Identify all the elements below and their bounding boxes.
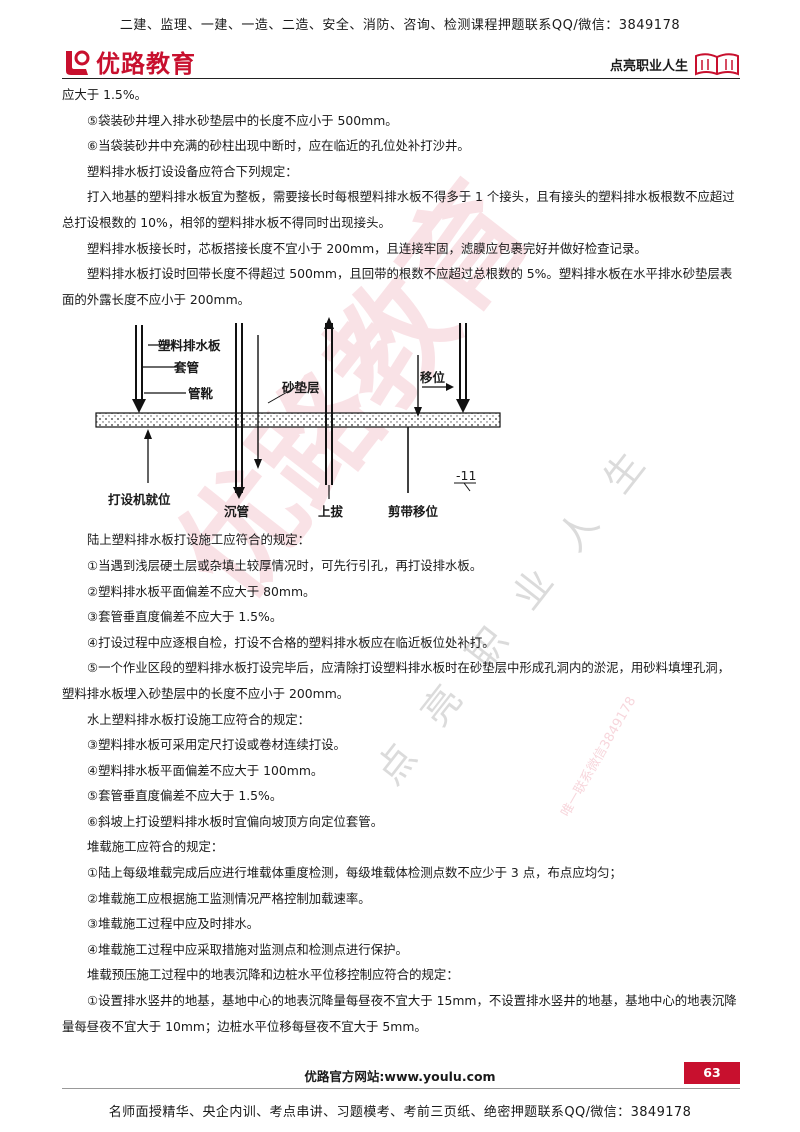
paragraph: ①陆上每级堆载完成后应进行堆载体重度检测，每级堆载体检测点数不应少于 3 点，布… <box>87 865 622 881</box>
paragraph: ⑤一个作业区段的塑料排水板打设完毕后，应清除打设塑料排水板时在砂垫层中形成孔洞内… <box>62 660 731 701</box>
book-icon <box>695 53 739 76</box>
paragraph: ②塑料排水板平面偏差不应大于 80mm。 <box>87 583 316 599</box>
label-mark: -11 <box>456 468 477 484</box>
paragraph: 水上塑料排水板打设施工应符合的规定： <box>87 711 311 727</box>
paragraph: ⑤袋装砂井埋入排水砂垫层中的长度不应小于 500mm。 <box>87 112 398 128</box>
paragraph: 打入地基的塑料排水板宜为整板，需要接长时每根塑料排水板不得多于 1 个接头，且有… <box>62 189 735 230</box>
main-content: 应大于 1.5%。 ⑤袋装砂井埋入排水砂垫层中的长度不应小于 500mm。 ⑥当袋装… <box>62 82 740 1039</box>
paragraph: ②堆载施工应根据施工监测情况严格控制加载速率。 <box>87 890 371 906</box>
logo-mark-icon <box>66 50 90 75</box>
top-banner: 二建、监理、一建、一造、二造、安全、消防、咨询、检测课程押题联系QQ/微信：38… <box>119 18 681 33</box>
paragraphs-before: 应大于 1.5%。 ⑤袋装砂井埋入排水砂垫层中的长度不应小于 500mm。 ⑥当袋装… <box>62 82 740 312</box>
label-shift: 移位 <box>420 370 446 386</box>
paragraph: 塑料排水板接长时，芯板搭接长度不宜小于 200mm，且连接牢固，滤膜应包裹完好并… <box>87 240 647 256</box>
paragraph: ⑥当袋装砂井中充满的砂柱出现中断时，应在临近的孔位处补打沙井。 <box>87 138 470 154</box>
paragraph: ⑤套管垂直度偏差不应大于 1.5%。 <box>87 788 283 804</box>
footer-website: 优路官方网站:www.youlu.com <box>304 1069 496 1084</box>
paragraph: ④堆载施工过程中应采取措施对监测点和检测点进行保护。 <box>87 941 408 957</box>
page-number: 63 <box>684 1062 740 1084</box>
bottom-banner: 名师面授精华、央企内训、考点串讲、习题模考、考前三页纸、绝密押题联系QQ/微信：… <box>108 1105 692 1120</box>
paragraph: ③套管垂直度偏差不应大于 1.5%。 <box>87 609 283 625</box>
footer-divider <box>62 1088 740 1089</box>
label-casing: 套管 <box>174 360 200 376</box>
brand-logo: 优路教育 <box>62 44 196 79</box>
label-step-positioning: 打设机就位 <box>108 492 171 508</box>
logo-text: 优路教育 <box>96 50 196 78</box>
paragraph: 塑料排水板打设时回带长度不得超过 500mm，且回带的根数不应超过总根数的 5%… <box>62 266 733 307</box>
paragraph: ①设置排水竖井的地基，基地中心的地表沉降量每昼夜不宜大于 15mm，不设置排水竖… <box>62 993 737 1034</box>
paragraph: 陆上塑料排水板打设施工应符合的规定： <box>87 532 311 548</box>
label-sand-layer: 砂垫层 <box>282 380 320 396</box>
paragraph: ⑥斜坡上打设塑料排水板时宜偏向坡顶方向定位套管。 <box>87 813 384 829</box>
paragraph: ④打设过程中应逐根自检，打设不合格的塑料排水板应在临近板位处补打。 <box>87 634 495 650</box>
page-header: 优路教育 点亮职业人生 <box>62 44 740 79</box>
label-drain-board: 塑料排水板 <box>158 338 221 354</box>
sand-layer-band <box>95 412 501 428</box>
label-step-cut-shift: 剪带移位 <box>388 504 439 520</box>
label-step-pulling: 上拔 <box>318 504 344 520</box>
paragraph: 塑料排水板打设设备应符合下列规定： <box>87 163 298 179</box>
paragraph: 堆载施工应符合的规定： <box>87 839 224 855</box>
paragraphs-after: 陆上塑料排水板打设施工应符合的规定： ①当遇到浅层硬土层或杂填土较厚情况时，可先行… <box>62 527 740 1039</box>
paragraph: ③堆载施工过程中应及时排水。 <box>87 916 260 932</box>
label-step-sinking: 沉管 <box>224 504 250 520</box>
paragraph: 堆载预压施工过程中的地表沉降和边桩水平位移控制应符合的规定： <box>87 967 459 983</box>
paragraph: 应大于 1.5%。 <box>62 87 147 102</box>
paragraph: ③塑料排水板可采用定尺打设或卷材连续打设。 <box>87 737 346 753</box>
label-shoe: 管靴 <box>188 386 214 402</box>
tagline: 点亮职业人生 <box>609 59 688 74</box>
paragraph: ④塑料排水板平面偏差不应大于 100mm。 <box>87 762 324 778</box>
paragraph: ①当遇到浅层硬土层或杂填土较厚情况时，可先行引孔，再打设排水板。 <box>87 557 483 573</box>
figure-drawing <box>95 317 501 500</box>
drain-board-figure: 塑料排水板 套管 管靴 砂垫层 移位 -11 打设机就位 沉管 上拔 剪带移位 <box>62 315 740 523</box>
